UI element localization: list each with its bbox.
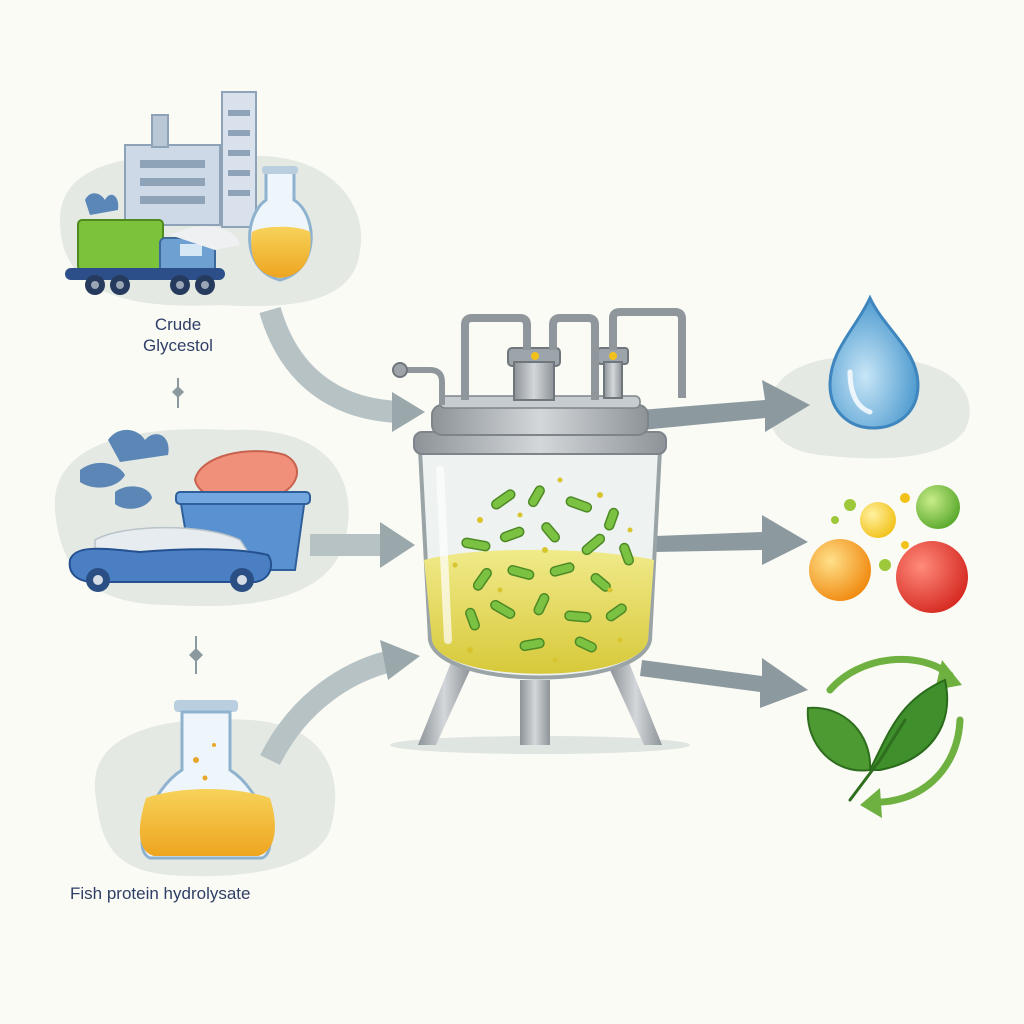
leaf-recycle-icon	[806, 655, 964, 818]
factory-icon	[85, 91, 257, 228]
hydrolysate-flask-icon	[139, 700, 275, 860]
truck-icon	[65, 219, 240, 295]
water-drop-icon	[828, 294, 920, 430]
input-arrowheads	[380, 392, 425, 680]
bioreactor-icon	[390, 308, 690, 754]
input-arrows	[259, 306, 401, 766]
crude-label-line1: Crude	[154, 315, 202, 334]
crude-glycerol-label: Crude Glycestol	[118, 314, 238, 356]
flask-icon	[248, 166, 313, 282]
connector-marks	[172, 378, 203, 674]
particle-dots	[452, 477, 633, 663]
pigment-spheres-icon	[809, 485, 968, 613]
fish-protein-label: Fish protein hydrolysate	[70, 884, 251, 903]
output-arrows	[640, 380, 810, 708]
crude-label-line2: Glycestol	[143, 336, 213, 355]
fish-bin-icon	[68, 429, 311, 592]
